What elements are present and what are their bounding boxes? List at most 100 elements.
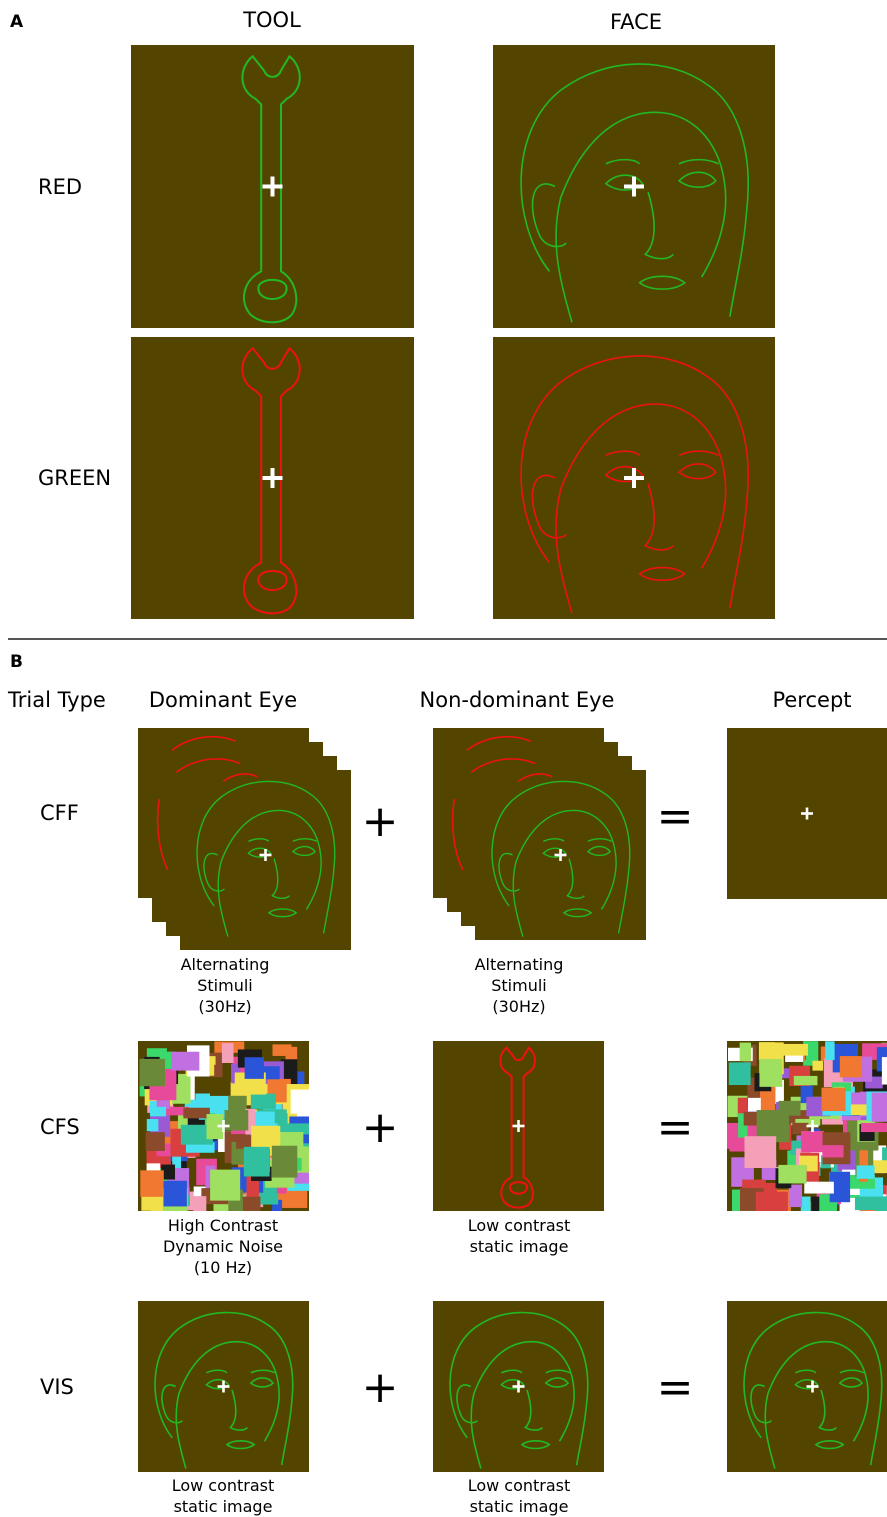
face-drawing-icon	[521, 356, 748, 608]
face-drawing-icon	[765, 1342, 868, 1469]
cfs-percept-noise	[727, 1041, 887, 1211]
fixation-cross-icon	[624, 468, 644, 488]
face-drawing-icon	[457, 1385, 478, 1423]
cfs-dominant-caption: High Contrast Dynamic Noise (10 Hz)	[162, 1216, 284, 1277]
row-label-vis: VIS	[40, 1375, 74, 1399]
noise-mask-icon	[139, 1041, 309, 1211]
face-drawing-icon	[453, 799, 463, 870]
tool-red-stimulus	[131, 45, 414, 328]
face-drawing-icon	[162, 1385, 183, 1423]
face-drawing-icon	[679, 172, 716, 187]
face-drawing-icon	[640, 276, 685, 289]
face-drawing-icon	[840, 1370, 864, 1373]
wrench-drawing-icon	[500, 1048, 535, 1208]
face-drawing-icon	[679, 160, 718, 164]
face-drawing-icon	[230, 1390, 247, 1430]
header-dominant-eye: Dominant Eye	[148, 688, 298, 712]
face-drawing-icon	[645, 192, 673, 259]
face-drawing-icon	[606, 467, 643, 482]
row-label-cff: CFF	[40, 801, 79, 825]
cff-dominant-caption: Alternating Stimuli (30Hz)	[180, 955, 270, 1016]
face-drawing-icon	[522, 1441, 549, 1449]
vis-percept-stimulus	[727, 1301, 887, 1472]
cff-percept-stimulus	[727, 728, 887, 899]
face-drawing-icon	[840, 1378, 862, 1387]
cfs-dominant-noise	[138, 1041, 309, 1211]
face-drawing-icon	[645, 484, 673, 550]
face-drawing-icon	[269, 909, 296, 917]
header-trial-type: Trial Type	[8, 688, 106, 712]
fixation-cross-icon	[624, 176, 644, 197]
cfs-plus-icon: +	[361, 1102, 399, 1153]
fixation-cross-icon	[512, 1380, 525, 1393]
face-drawing-icon	[501, 1370, 522, 1373]
wrench-drawing-icon	[258, 280, 286, 299]
face-drawing-icon	[501, 1380, 523, 1389]
face-drawing-icon	[251, 1370, 275, 1373]
face-drawing-icon	[606, 160, 640, 164]
face-drawing-icon	[751, 1385, 772, 1423]
header-percept: Percept	[772, 688, 852, 712]
face-drawing-icon	[588, 839, 612, 842]
face-drawing-icon	[293, 847, 315, 856]
face-drawing-icon	[499, 853, 520, 891]
fixation-cross-icon	[262, 176, 283, 197]
face-drawing-icon	[158, 799, 168, 870]
noise-mask-icon	[727, 1041, 887, 1211]
face-drawing-icon	[518, 774, 552, 781]
face-drawing-icon	[532, 475, 566, 537]
row-label-red: RED	[38, 175, 83, 199]
face-drawing-icon	[546, 1378, 568, 1387]
face-drawing-icon	[272, 858, 289, 898]
face-drawing-icon	[172, 737, 236, 750]
vis-plus-icon: +	[361, 1362, 399, 1413]
face-drawing-icon	[248, 848, 270, 857]
face-drawing-icon	[588, 847, 610, 856]
face-drawing-icon	[744, 1313, 882, 1466]
panel-a-letter: A	[10, 12, 24, 32]
fixation-cross-icon	[259, 849, 272, 861]
face-drawing-icon	[471, 1342, 574, 1469]
face-drawing-icon	[206, 1380, 228, 1389]
face-drawing-icon	[204, 853, 225, 891]
cfs-nondominant-caption: Low contrast static image	[467, 1216, 571, 1256]
face-drawing-icon	[556, 112, 726, 322]
face-drawing-icon	[819, 1390, 836, 1430]
face-drawing-icon	[546, 1370, 570, 1373]
face-drawing-icon	[251, 1378, 273, 1387]
vis-dominant-caption: Low contrast static image	[171, 1476, 275, 1516]
face-drawing-icon	[795, 1380, 817, 1389]
face-drawing-icon	[564, 909, 591, 917]
face-drawing-icon	[471, 759, 535, 772]
face-green-stimulus	[493, 337, 775, 619]
fixation-cross-icon	[554, 849, 567, 861]
face-drawing-icon	[293, 839, 317, 842]
cfs-equals-icon: =	[656, 1102, 694, 1153]
face-drawing-icon	[640, 568, 685, 581]
face-drawing-icon	[679, 464, 716, 479]
cfs-nondominant-stimulus	[433, 1041, 604, 1211]
face-drawing-icon	[543, 848, 565, 857]
face-drawing-icon	[218, 810, 321, 936]
face-drawing-icon	[606, 175, 643, 190]
face-red-stimulus	[493, 45, 775, 328]
tool-green-stimulus	[131, 337, 414, 619]
face-drawing-icon	[525, 1390, 542, 1430]
cff-nondominant-front	[433, 728, 646, 950]
vis-dominant-stimulus	[138, 1301, 309, 1472]
vis-nondominant-caption: Low contrast static image	[467, 1476, 571, 1516]
row-label-cfs: CFS	[40, 1115, 80, 1139]
wrench-drawing-icon	[242, 56, 299, 322]
column-header-face: FACE	[609, 10, 663, 34]
fixation-cross-icon	[806, 1120, 819, 1132]
face-drawing-icon	[543, 839, 564, 842]
cff-nondominant-caption: Alternating Stimuli (30Hz)	[474, 955, 564, 1016]
vis-equals-icon: =	[656, 1362, 694, 1413]
face-drawing-icon	[816, 1441, 843, 1449]
face-drawing-icon	[679, 451, 718, 455]
face-drawing-icon	[513, 810, 616, 936]
fixation-cross-icon	[262, 468, 283, 488]
cff-dominant-front	[138, 728, 351, 950]
face-drawing-icon	[567, 858, 584, 898]
panel-b-letter: B	[10, 652, 23, 672]
